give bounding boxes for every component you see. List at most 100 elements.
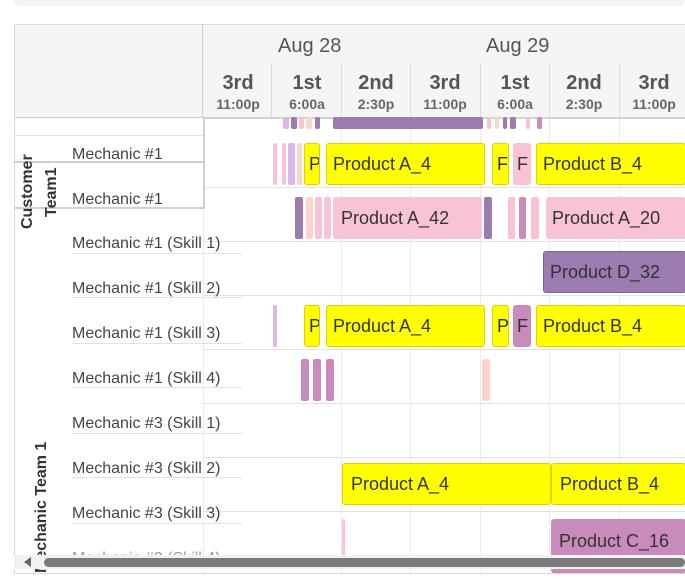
task-bar[interactable]: Product B_4 <box>536 305 685 347</box>
task-bar[interactable] <box>342 519 345 561</box>
task-bar[interactable] <box>519 197 526 239</box>
task-bar[interactable] <box>313 359 321 401</box>
shift-divider <box>271 63 272 117</box>
row-line <box>203 187 685 188</box>
top-panel-edge <box>14 0 685 6</box>
group-label: Team1 <box>43 167 60 217</box>
day-label: Aug 29 <box>486 35 550 57</box>
summary-task[interactable] <box>503 117 507 129</box>
shift-name: 2nd <box>566 72 602 94</box>
summary-task[interactable] <box>315 117 320 129</box>
shift-column: 1st 6:00a <box>480 73 550 111</box>
row-label: Mechanic #1 (Skill 4) <box>72 370 221 387</box>
task-bar[interactable] <box>273 305 277 347</box>
row-line <box>15 135 203 136</box>
task-bar[interactable]: Product A_42 <box>333 197 482 239</box>
locked-panel <box>15 117 205 163</box>
row-label: Mechanic #1 <box>72 191 163 208</box>
shift-time: 11:00p <box>216 96 260 112</box>
task-bar[interactable] <box>484 197 492 239</box>
shift-name: 2nd <box>358 72 394 94</box>
task-bar[interactable]: F <box>513 143 531 185</box>
group-label: Mechanic Team 1 <box>33 441 50 573</box>
row-label: Mechanic #3 (Skill 2) <box>72 460 221 477</box>
row-line <box>203 349 685 350</box>
task-bar[interactable]: F <box>492 143 509 185</box>
task-bar[interactable] <box>315 197 322 239</box>
summary-task[interactable] <box>291 117 297 129</box>
summary-task[interactable] <box>487 117 491 129</box>
task-bar[interactable] <box>288 143 295 185</box>
day-label: Aug 28 <box>278 35 342 57</box>
row-line <box>203 295 685 296</box>
summary-task[interactable] <box>306 117 312 129</box>
row-label: Mechanic #1 (Skill 2) <box>72 280 221 297</box>
shift-time: 2:30p <box>357 96 395 112</box>
column-line <box>203 117 204 573</box>
scrollbar-thumb[interactable] <box>44 558 685 567</box>
summary-task[interactable] <box>283 117 289 129</box>
shift-name: 1st <box>292 72 322 94</box>
task-bar[interactable] <box>295 197 303 239</box>
shift-column: 2nd 2:30p <box>549 73 619 111</box>
scroll-left-arrow-icon[interactable] <box>24 557 31 567</box>
task-bar[interactable]: P <box>304 305 320 347</box>
schedule-grid: P Product A_4 F F Product B_4 Product A_… <box>15 117 685 573</box>
task-bar[interactable]: Product A_20 <box>546 197 685 239</box>
task-bar[interactable]: F <box>513 305 531 347</box>
row-line <box>203 511 685 512</box>
shift-name: 3rd <box>222 72 254 94</box>
shift-column: 3rd 11:00p <box>203 73 273 111</box>
task-bar[interactable]: Product A_4 <box>326 305 485 347</box>
label-underline <box>72 523 242 524</box>
summary-task[interactable] <box>510 117 516 129</box>
row-line <box>203 403 685 404</box>
shift-time: 6:00a <box>497 96 533 112</box>
shift-time: 11:00p <box>423 96 467 112</box>
row-label: Mechanic #3 (Skill 1) <box>72 415 221 432</box>
task-bar[interactable] <box>273 143 277 185</box>
task-bar[interactable] <box>324 197 331 239</box>
task-bar[interactable]: P <box>492 305 509 347</box>
shift-divider <box>480 63 481 117</box>
row-label: Mechanic #1 <box>72 146 163 163</box>
header-corner <box>15 25 203 118</box>
task-bar[interactable] <box>306 197 313 239</box>
task-bar[interactable] <box>326 359 334 401</box>
shift-column: 1st 6:00a <box>272 73 342 111</box>
task-bar[interactable]: Product B_4 <box>551 463 685 505</box>
task-bar[interactable] <box>301 359 309 401</box>
task-bar[interactable] <box>508 197 515 239</box>
shift-divider <box>549 63 550 117</box>
shift-name: 3rd <box>429 72 461 94</box>
shift-divider <box>619 63 620 117</box>
label-underline <box>72 297 242 298</box>
summary-task[interactable] <box>526 117 530 129</box>
shift-time: 6:00a <box>289 96 325 112</box>
task-bar[interactable]: P <box>304 143 320 185</box>
row-line <box>203 457 685 458</box>
task-bar[interactable] <box>297 143 302 185</box>
row-label: Mechanic #1 (Skill 3) <box>72 325 221 342</box>
label-underline <box>72 433 242 434</box>
summary-task[interactable] <box>299 117 304 129</box>
shift-column: 2nd 2:30p <box>341 73 411 111</box>
task-bar[interactable]: Product A_4 <box>342 463 551 505</box>
label-underline <box>72 253 242 254</box>
task-bar[interactable] <box>482 359 490 401</box>
summary-task[interactable] <box>333 117 483 129</box>
time-header: Aug 28 Aug 29 3rd 11:00p 1st 6:00a 2nd 2… <box>203 25 685 118</box>
summary-task[interactable] <box>537 117 542 129</box>
task-bar[interactable]: Product B_4 <box>536 143 685 185</box>
summary-task[interactable] <box>495 117 499 129</box>
horizontal-scrollbar[interactable] <box>14 555 685 569</box>
task-bar[interactable] <box>531 197 539 239</box>
task-bar[interactable] <box>282 143 286 185</box>
shift-column: 3rd 11:00p <box>410 73 480 111</box>
row-line <box>203 241 685 242</box>
task-bar[interactable]: Product A_4 <box>326 143 485 185</box>
task-bar[interactable]: Product D_32 <box>543 251 685 293</box>
label-underline <box>72 343 242 344</box>
shift-name: 1st <box>500 72 530 94</box>
shift-name: 3rd <box>638 72 670 94</box>
